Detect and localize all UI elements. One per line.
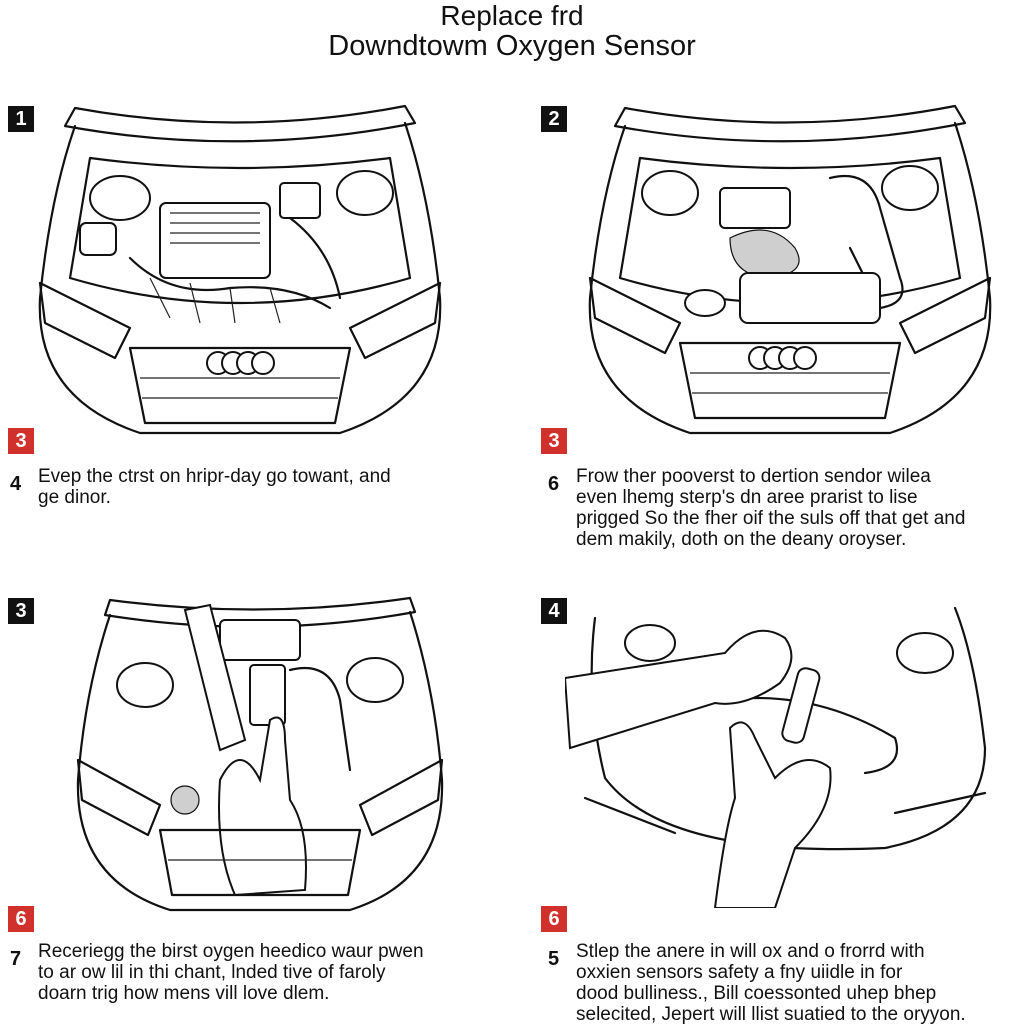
caption-4: 5 Stlep the anere in will ox and o frorr… bbox=[548, 941, 1018, 1025]
car-engine-bay-illustration-2 bbox=[588, 104, 992, 435]
caption-3-step-number: 7 bbox=[10, 948, 22, 970]
caption-2-line: dem makily, doth on the deany oroyser. bbox=[576, 529, 907, 550]
caption-1-line: Evep the ctrst on hripr-day go towant, a… bbox=[38, 466, 391, 487]
panel-1-badge: 1 bbox=[8, 106, 34, 132]
panel-3-badge: 3 bbox=[8, 598, 34, 624]
caption-1-line: ge dinor. bbox=[38, 487, 111, 508]
caption-2-line: even lhemg sterp's dn aree prarist to li… bbox=[576, 487, 918, 508]
caption-4-line: oxxien sensors safety a fny uiidle in fo… bbox=[576, 962, 903, 983]
caption-3-line: to ar ow lil in thi chant, lnded tive of… bbox=[38, 962, 386, 983]
caption-1-badge: 3 bbox=[8, 428, 34, 454]
hands-installing-sensor-illustration-4 bbox=[565, 606, 987, 908]
caption-2-line: prigged So the fher oif the suls off tha… bbox=[576, 508, 966, 529]
caption-2-badge: 3 bbox=[541, 428, 567, 454]
caption-1-step-number: 4 bbox=[10, 473, 22, 495]
caption-4-step-number: 5 bbox=[548, 948, 560, 970]
caption-4-line: Stlep the anere in will ox and o frorrd … bbox=[576, 941, 925, 962]
caption-3-line: doarn trig how mens vill love dlem. bbox=[38, 983, 330, 1004]
title-line-1: Replace frd bbox=[440, 0, 584, 31]
caption-3-line: Receriegg the birst oygen heedico waur p… bbox=[38, 941, 424, 962]
car-engine-bay-illustration-1 bbox=[38, 104, 442, 435]
caption-4-line: dood bulliness., Bill coessonted uhep bh… bbox=[576, 983, 937, 1004]
caption-3: 7 Receriegg the birst oygen heedico waur… bbox=[10, 941, 530, 1011]
panel-4-badge: 4 bbox=[541, 598, 567, 624]
caption-2-line: Frow ther pooverst to dertion sendor wil… bbox=[576, 466, 931, 487]
caption-3-badge: 6 bbox=[8, 906, 34, 932]
hand-tool-engine-bay-illustration-3 bbox=[76, 596, 444, 912]
caption-1: 4 Evep the ctrst on hripr-day go towant,… bbox=[10, 466, 510, 516]
caption-2: 6 Frow ther pooverst to dertion sendor w… bbox=[548, 466, 1018, 556]
panel-2-badge: 2 bbox=[541, 106, 567, 132]
title-line-2: Downdtowm Oxygen Sensor bbox=[328, 30, 696, 62]
caption-2-step-number: 6 bbox=[548, 473, 560, 495]
caption-4-badge: 6 bbox=[541, 906, 567, 932]
caption-4-line: selecited, Jepert will llist suatied to … bbox=[576, 1004, 966, 1025]
